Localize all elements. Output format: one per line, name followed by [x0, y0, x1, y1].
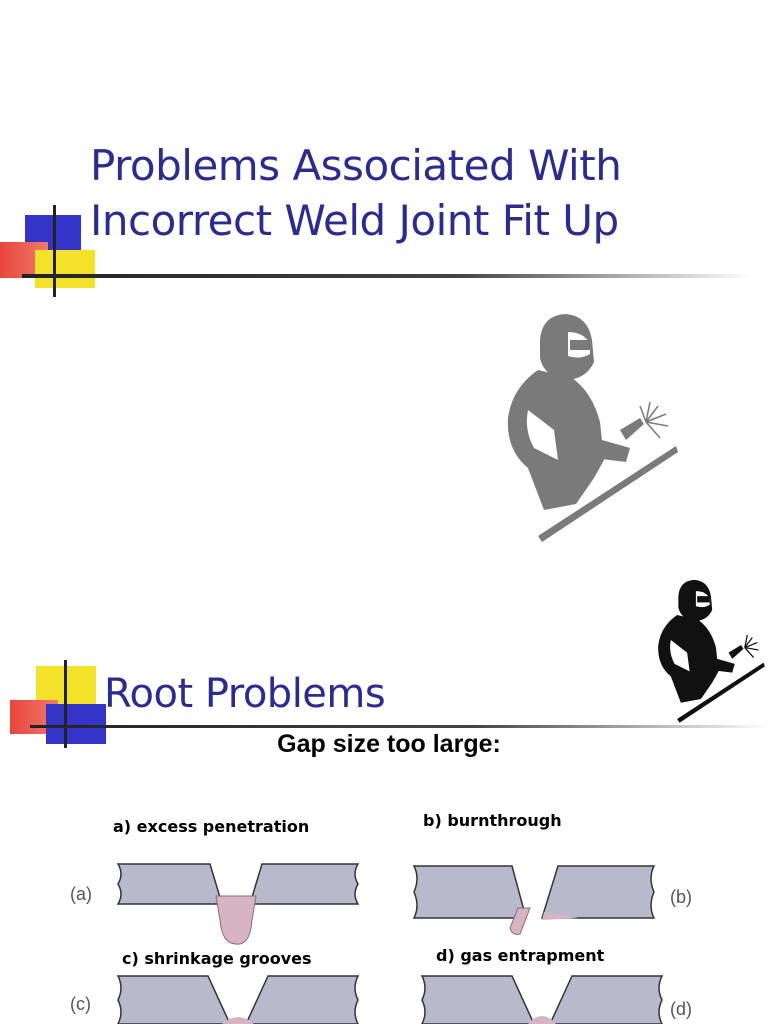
title-divider-2: [30, 725, 768, 728]
panel-letter-c: (c): [70, 994, 91, 1014]
welder-icon: [658, 579, 765, 723]
caption-shrinkage-grooves: c) shrinkage grooves: [122, 949, 312, 968]
diagram-burnthrough: [412, 865, 656, 935]
welder-icon: [507, 314, 678, 542]
deco-vertical-line-2: [64, 660, 67, 748]
gap-size-heading: Gap size too large:: [277, 730, 501, 758]
slide-title-line-1: Problems Associated With: [90, 141, 622, 190]
slide-title: Problems Associated With Incorrect Weld …: [90, 138, 750, 248]
diagram-shrinkage-grooves: [116, 975, 360, 1024]
diagram-gas-entrapment: [420, 975, 664, 1024]
panel-letter-d: (d): [670, 999, 692, 1019]
deco-vertical-line: [53, 205, 56, 297]
caption-burnthrough: b) burnthrough: [423, 811, 562, 830]
panel-letter-b: (b): [670, 887, 692, 907]
deco-yellow-square: [35, 250, 95, 288]
title-divider: [22, 274, 752, 278]
slide-title-root-problems: Root Problems: [104, 671, 386, 717]
deco-blue-square-2: [46, 704, 106, 744]
slide-title-line-2: Incorrect Weld Joint Fit Up: [90, 196, 619, 245]
diagram-excess-penetration: [116, 863, 360, 945]
panel-letter-a: (a): [70, 884, 92, 904]
caption-gas-entrapment: d) gas entrapment: [436, 946, 605, 965]
caption-excess-penetration: a) excess penetration: [113, 817, 310, 836]
